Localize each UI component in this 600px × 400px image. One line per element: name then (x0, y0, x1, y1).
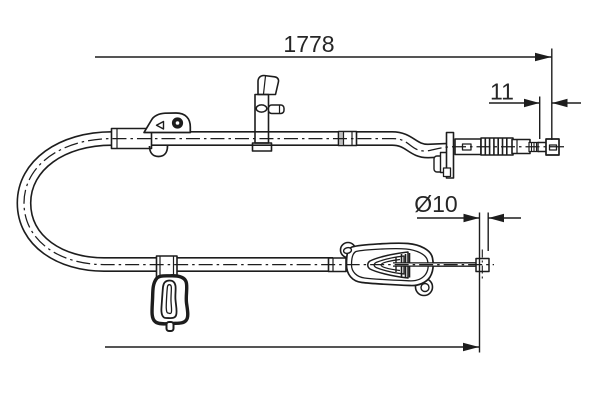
arrowhead-right (524, 98, 540, 108)
dimension-label-end-section: 11 (490, 79, 514, 105)
arrowhead-right (463, 213, 480, 223)
dimension-rod-diameter (417, 212, 521, 353)
arrowhead-right (535, 52, 552, 62)
bracket-foot (251, 142, 273, 152)
dimension-label-rod-diameter: Ø10 (414, 191, 457, 217)
arrowhead-left (552, 98, 568, 108)
clip-body (150, 274, 190, 326)
dimension-end-section (489, 96, 581, 139)
grommet-ear-top-hole (342, 246, 353, 255)
dimension-overall-length (95, 48, 553, 140)
clamp-slot-hole (155, 120, 165, 130)
centerlines (23, 137, 564, 279)
grommet-ear-bottom-hole (420, 282, 430, 293)
bracket-top-tab (257, 74, 280, 96)
clip-inner-loop-2 (165, 284, 173, 315)
dimension-baseline (105, 342, 479, 352)
clip-stem (165, 321, 175, 332)
abutment-foot (442, 167, 452, 178)
grommet-body-inner-line (350, 248, 429, 282)
clip-inner-loop (160, 279, 178, 320)
arrowhead-right (463, 342, 479, 352)
mounting-tab-bracket (251, 74, 285, 152)
bracket-oval-hole (255, 104, 268, 113)
cable-centerline (23, 137, 564, 266)
cable-end-assembly (433, 131, 560, 179)
dimension-label-overall-length: 1778 (283, 31, 334, 57)
bracket-side-nub (267, 104, 285, 115)
clamp-body (143, 112, 192, 134)
mounting-clamp-bracket (143, 112, 192, 158)
clamp-under-hook (148, 145, 169, 158)
hanger-clip (150, 255, 190, 332)
abutment-flange-plate (445, 131, 455, 179)
grommet-trumpet-bracket (339, 241, 435, 297)
arrowhead-left (488, 213, 504, 223)
